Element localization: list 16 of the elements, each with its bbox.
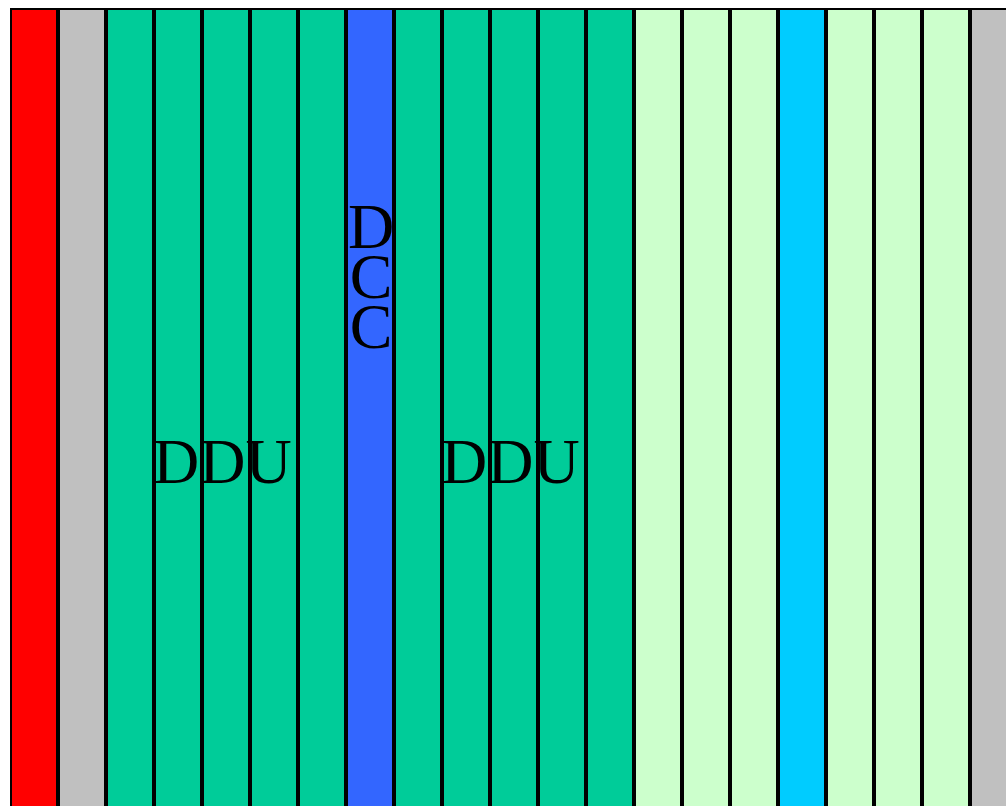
module-slot [106, 8, 154, 806]
module-slot [634, 8, 682, 806]
module-slot [682, 8, 730, 806]
slot-label: DCC [348, 202, 394, 352]
module-slot [346, 8, 394, 806]
module-slot [874, 8, 922, 806]
module-slot [586, 8, 634, 806]
module-slot [10, 8, 58, 806]
module-slot [730, 8, 778, 806]
module-slot [778, 8, 826, 806]
module-slot [298, 8, 346, 806]
module-slot [394, 8, 442, 806]
module-slot [58, 8, 106, 806]
module-slot [970, 8, 1006, 806]
module-slot [826, 8, 874, 806]
module-slot [922, 8, 970, 806]
